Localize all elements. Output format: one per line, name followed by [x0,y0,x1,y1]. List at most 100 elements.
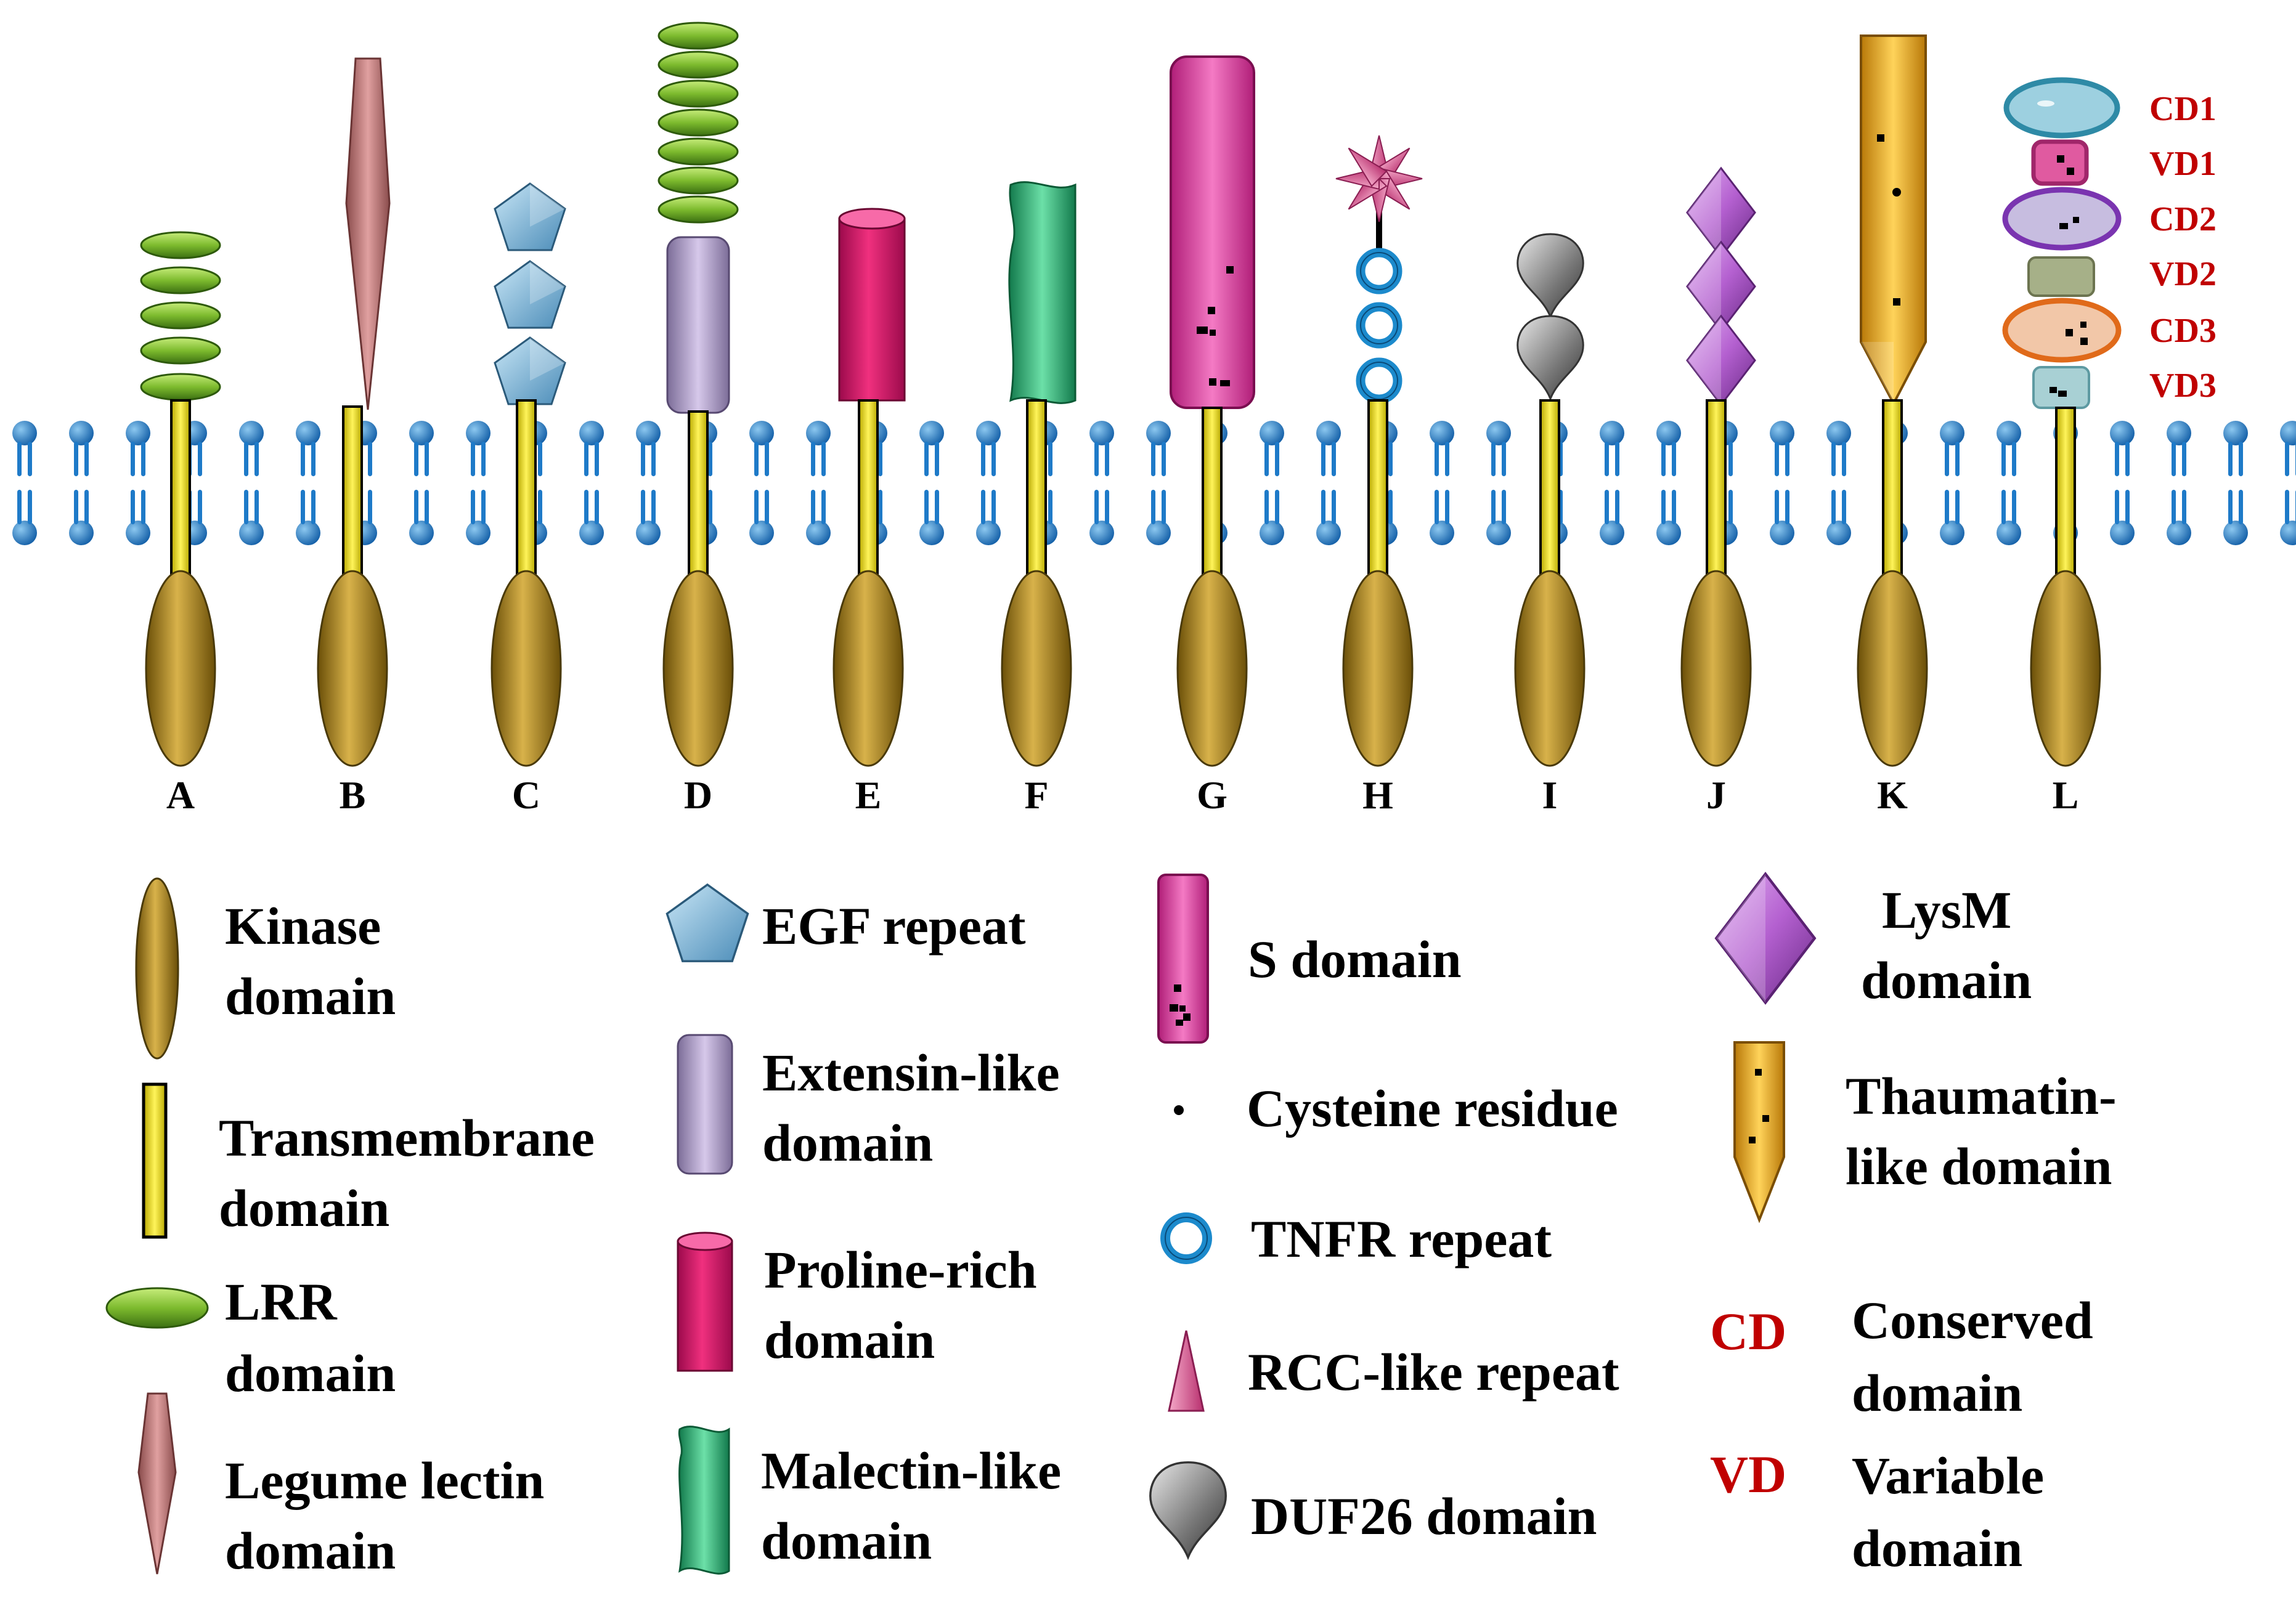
lipid-molecule [409,490,434,545]
lipid-molecule [1600,421,1624,476]
lipid-molecule [2167,490,2191,545]
extensin-like-domain [666,236,730,414]
lipid-molecule [636,421,661,476]
svg-text:RCC-like repeat: RCC-like repeat [1248,1342,1619,1402]
legend-malectin: Malectin-like domain [678,1426,1061,1575]
lrr-repeat [657,22,739,50]
receptor-k [1860,34,1927,407]
svg-text:Thaumatin-: Thaumatin- [1846,1066,2117,1126]
receptor-a [140,231,221,401]
lipid-molecule [1997,421,2021,476]
svg-text:Conserved: Conserved [1852,1291,2093,1350]
legend-kinase: Kinase domain [135,877,396,1060]
legend-lysm: LysM domain [1714,872,2032,1010]
svg-text:Legume lectin: Legume lectin [225,1451,544,1510]
receptor-label: A [166,773,195,817]
receptor-f [1008,181,1077,404]
svg-text:domain: domain [219,1179,389,1238]
legend-variable: VD Variable domain [1710,1445,2044,1578]
extensin-like-icon [677,1034,733,1175]
receptor-d [657,22,739,414]
lipid-molecule [409,421,434,476]
kinase-domain [317,570,388,767]
kinase-domain [1514,570,1586,767]
lipid-molecule [806,421,831,476]
lipid-molecule [976,421,1001,476]
kinase-domain [1342,570,1414,767]
svg-text:EGF repeat: EGF repeat [762,896,1026,956]
vd-abbreviation: VD [1710,1445,1786,1504]
svg-text:domain: domain [762,1113,933,1172]
svg-text:DUF26 domain: DUF26 domain [1251,1487,1597,1546]
proline-rich-icon [677,1240,733,1372]
svg-text:TNFR repeat: TNFR repeat [1251,1209,1552,1268]
legend-extensin: Extensin-like domain [677,1034,1060,1175]
lipid-molecule [466,421,491,476]
legend-conserved: CD Conserved domain [1710,1291,2093,1422]
receptor-j [1686,167,1756,406]
legend-legume-lectin: Legume lectin domain [137,1392,544,1580]
svg-text:domain: domain [764,1310,935,1370]
receptor-label: B [340,773,366,817]
lipid-molecule [1770,490,1794,545]
legume-lectin-domain [345,57,391,410]
lipid-molecule [1430,490,1454,545]
svg-text:Transmembrane: Transmembrane [219,1108,595,1167]
kinase-domain [1001,570,1072,767]
receptor-label: D [684,773,712,817]
svg-text:domain: domain [1852,1519,2022,1578]
svg-text:domain: domain [225,967,396,1026]
lrr-repeat [140,336,221,365]
lrr-repeat [657,166,739,195]
svg-text:Malectin-like: Malectin-like [761,1441,1061,1500]
tnfr-repeat-icon [1361,307,1398,344]
receptor-label: J [1706,773,1726,817]
lrr-repeat [657,51,739,79]
receptor-label: I [1542,773,1558,817]
s-domain-icon [1157,874,1209,1044]
lipid-molecule [239,421,264,476]
legend-s-domain: S domain [1157,874,1462,1044]
tnfr-repeat-icon [1361,253,1398,290]
lipid-molecule [579,490,604,545]
svg-text:Variable: Variable [1852,1446,2044,1505]
lipid-molecule [636,490,661,545]
legend-transmembrane: Transmembrane domain [142,1082,595,1239]
lipid-molecule [239,490,264,545]
kinase-domain-icon [135,877,179,1060]
receptor-label: F [1024,773,1048,817]
thaumatin-like-domain [1860,34,1927,407]
lipid-molecule [1316,421,1341,476]
lipid-molecule [1260,421,1284,476]
egf-repeat-icon [666,883,749,962]
receptor-label: G [1197,773,1227,817]
legend-duf26: DUF26 domain [1149,1461,1597,1560]
lrr-repeat [657,137,739,166]
svg-text:S domain: S domain [1248,930,1462,989]
lrr-repeat [140,231,221,259]
egf-repeat-icon [494,260,566,329]
variable-domain-3 [2032,366,2090,409]
vd3-label: VD3 [2149,367,2217,405]
conserved-domain-2 [2002,187,2122,251]
svg-text:domain: domain [225,1344,396,1403]
egf-repeat-icon [494,182,566,251]
duf26-domain-icon [1516,315,1584,400]
lipid-molecule [296,490,320,545]
rcc-like-repeat-icon [1168,1330,1205,1412]
lipid-molecule [1656,490,1681,545]
duf26-domain-icon [1149,1461,1227,1560]
lrr-domain-icon [105,1287,209,1329]
receptor-b [345,57,391,410]
kinase-domain [2030,570,2101,767]
lipid-molecule [12,421,37,476]
thaumatin-like-icon [1733,1041,1785,1224]
lipid-molecule [1146,490,1171,545]
lipid-molecule [1770,421,1794,476]
malectin-like-icon [678,1426,730,1575]
legend-rcc: RCC-like repeat [1168,1330,1619,1412]
cd-vd-labels: CD1 VD1 CD2 VD2 CD3 VD3 [2149,90,2217,405]
vd2-label: VD2 [2149,255,2217,293]
